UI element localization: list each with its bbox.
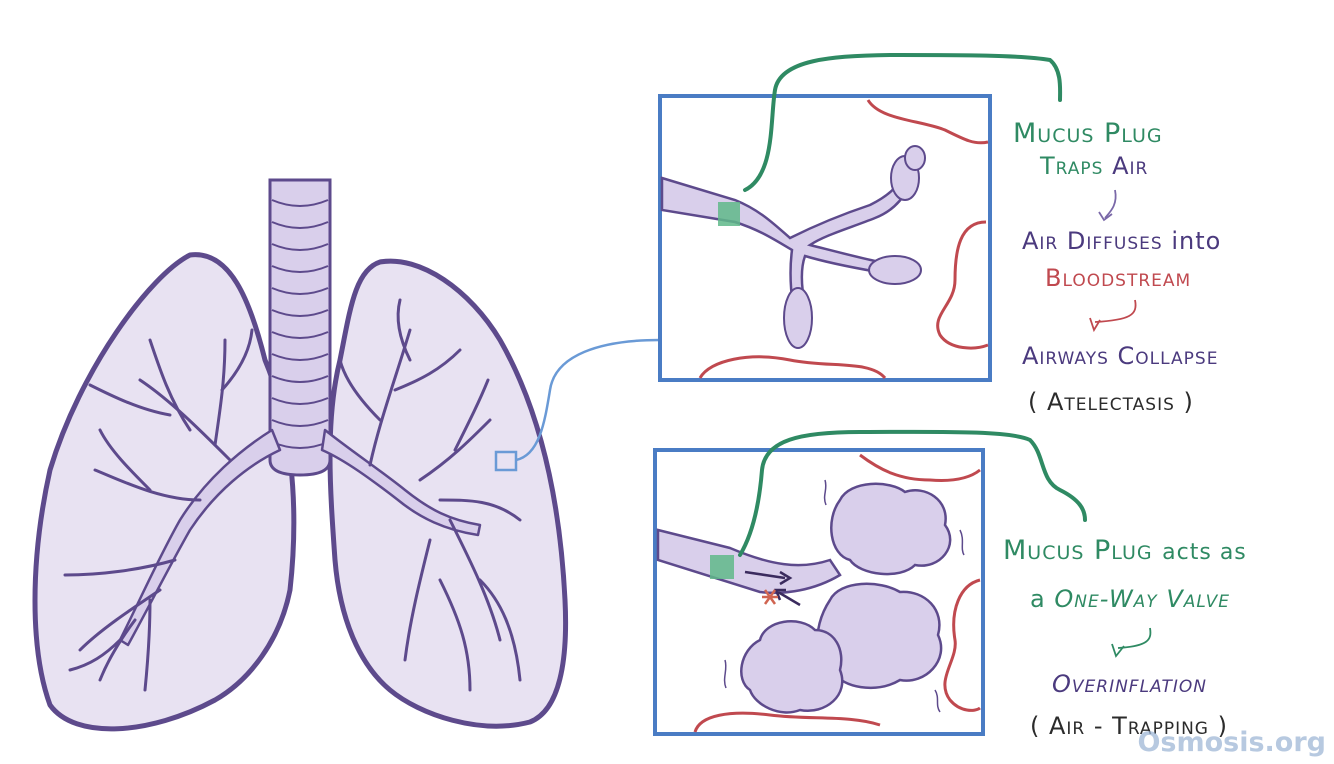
right-bronchial-tree <box>320 428 482 537</box>
left-bronchial-tree <box>118 428 282 647</box>
logo-text: Osmosis.org <box>1137 727 1326 758</box>
top-atelectasis-label: ( Atelectasis ) <box>1028 388 1194 416</box>
osmosis-logo: Osmosis.org <box>1137 727 1326 758</box>
bottom-acts-as-label: acts as <box>1162 540 1247 565</box>
top-mucus-plug-label: Mucus Plug <box>1013 118 1163 149</box>
top-zoom-panel <box>658 52 1063 382</box>
bottom-overinflation-label: Overinflation <box>1052 670 1207 698</box>
top-traps-label: Traps <box>1040 152 1104 180</box>
mucus-plug-top <box>718 202 740 226</box>
bottom-mucus-plug-label: Mucus Plug <box>1003 535 1153 566</box>
top-air-label: Air <box>1112 152 1149 180</box>
zoom-marker <box>494 450 518 472</box>
bottom-zoom-panel <box>653 429 1087 736</box>
bottom-one-way-valve-label: One-Way Valve <box>1054 585 1230 613</box>
trachea <box>268 178 332 477</box>
flow-arrows <box>1089 189 1152 658</box>
zoom-connector <box>515 338 661 462</box>
blocked-star <box>762 589 778 605</box>
mucus-plug-bottom <box>710 555 734 579</box>
left-lung <box>32 252 297 732</box>
right-lung <box>327 258 569 729</box>
bottom-air-trapping-label: ( Air - Trapping ) <box>1030 712 1228 740</box>
top-into-label: into <box>1171 227 1222 255</box>
top-airways-collapse-label: Airways Collapse <box>1022 342 1219 370</box>
top-bloodstream-label: Bloodstream <box>1045 264 1192 292</box>
top-air-diffuses-label: Air Diffuses <box>1022 227 1163 255</box>
bottom-a-label: a <box>1030 585 1046 613</box>
